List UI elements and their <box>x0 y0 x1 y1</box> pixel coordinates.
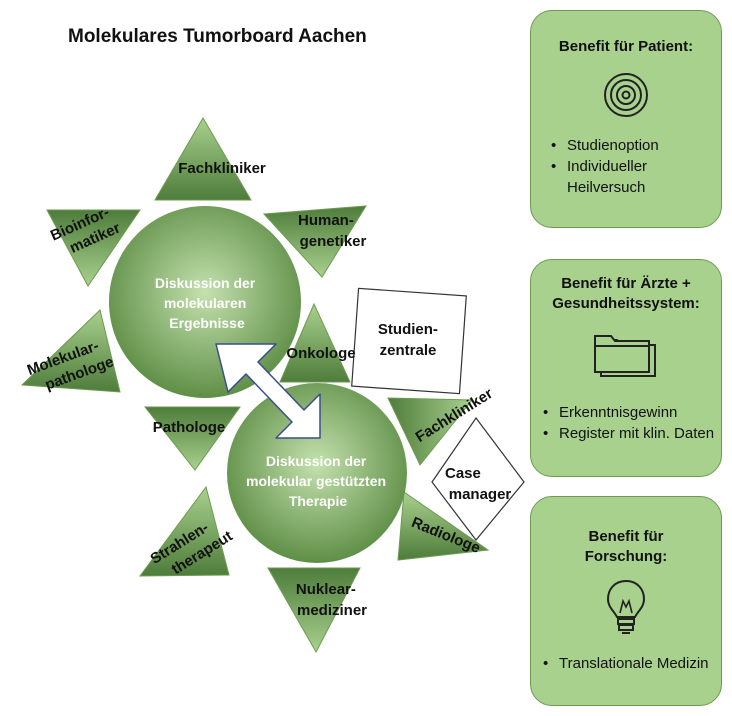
panel-benefit-aerzte: Benefit für Ärzte + Gesundheitssystem: E… <box>530 259 722 477</box>
svg-text:Nuklear- mediziner: Nuklear- mediziner <box>296 581 367 619</box>
triangle-fachkliniker-top <box>154 117 252 201</box>
svg-text:Diskussion der molekularen: Diskussion der molekularen Ergebnisse <box>155 275 259 331</box>
panel-forschung-heading-line2: Forschung: <box>584 548 668 565</box>
triangle-bioinformatiker <box>46 209 141 287</box>
list-item: Erkenntnisgewinn <box>537 402 721 423</box>
circle-bottom-line1: Diskussion der <box>266 453 367 469</box>
triangle-strahlentherapeut <box>138 485 230 577</box>
box-studienzentrale <box>351 287 467 395</box>
circle-molekular-gestuetzte-therapie <box>227 383 407 563</box>
target-icon <box>531 71 721 119</box>
label-onkologe: Onkologe <box>286 345 355 362</box>
svg-text:Diskussion der molekular g: Diskussion der molekular gestützten Ther… <box>246 453 390 509</box>
circle-bottom-line2: molekular gestützten <box>246 473 386 489</box>
circle-bottom-line3: Therapie <box>289 493 348 509</box>
circle-top-line3: Ergebnisse <box>169 315 245 331</box>
label-studienzentrale-2: zentrale <box>380 342 437 359</box>
label-nuklearmediziner-2: mediziner <box>297 602 367 619</box>
svg-text:Human- genetiker: Human- genetiker <box>298 212 367 250</box>
triangle-radiologe <box>397 491 490 561</box>
double-arrow <box>215 343 321 439</box>
list-item: Register mit klin. Daten <box>537 423 721 444</box>
folder-icon <box>531 332 721 380</box>
list-item: Translationale Medizin <box>537 653 721 674</box>
label-humangenetiker-2: genetiker <box>300 233 367 250</box>
panel-aerzte-heading-line1: Benefit für Ärzte + <box>561 275 691 292</box>
panel-benefit-patient: Benefit für Patient: Studienoption Indiv… <box>530 10 722 228</box>
label-casemanager-1: Case <box>445 465 481 482</box>
triangle-molekularpathologe <box>20 309 121 393</box>
panel-aerzte-heading-line2: Gesundheitssystem: <box>552 295 700 312</box>
label-studienzentrale-1: Studien- <box>378 321 438 338</box>
triangle-pathologe <box>143 406 241 471</box>
triangle-nuklearmediziner <box>267 567 361 654</box>
circle-top-line2: molekularen <box>164 295 246 311</box>
label-humangenetiker-1: Human- <box>298 212 354 229</box>
box-casemanager <box>431 416 525 541</box>
panel-patient-heading: Benefit für Patient: <box>558 38 694 55</box>
list-item: Studienoption <box>545 135 721 156</box>
tumorboard-diagram: Diskussion der molekularen Ergebnisse Di… <box>20 117 525 654</box>
label-casemanager-2: manager <box>449 486 512 503</box>
triangle-fachkliniker-right <box>387 397 474 466</box>
svg-text:Case manager: Case manager <box>445 465 511 503</box>
label-nuklearmediziner-1: Nuklear- <box>296 581 356 598</box>
lightbulb-icon <box>531 577 721 637</box>
panel-benefit-forschung: Benefit für Forschung: Translationale Me… <box>530 496 722 706</box>
page-title: Molekulares Tumorboard Aachen <box>68 26 367 47</box>
svg-text:Studien- zentrale: Studien- zentrale <box>378 321 442 359</box>
label-fachkliniker-top: Fachkliniker <box>178 160 266 177</box>
circle-top-line1: Diskussion der <box>155 275 256 291</box>
triangle-onkologe <box>279 302 351 383</box>
triangle-humangenetiker <box>262 205 367 278</box>
list-item: Individueller Heilversuch <box>545 156 721 198</box>
panel-forschung-heading-line1: Benefit für <box>588 528 664 545</box>
label-pathologe: Pathologe <box>153 419 226 436</box>
